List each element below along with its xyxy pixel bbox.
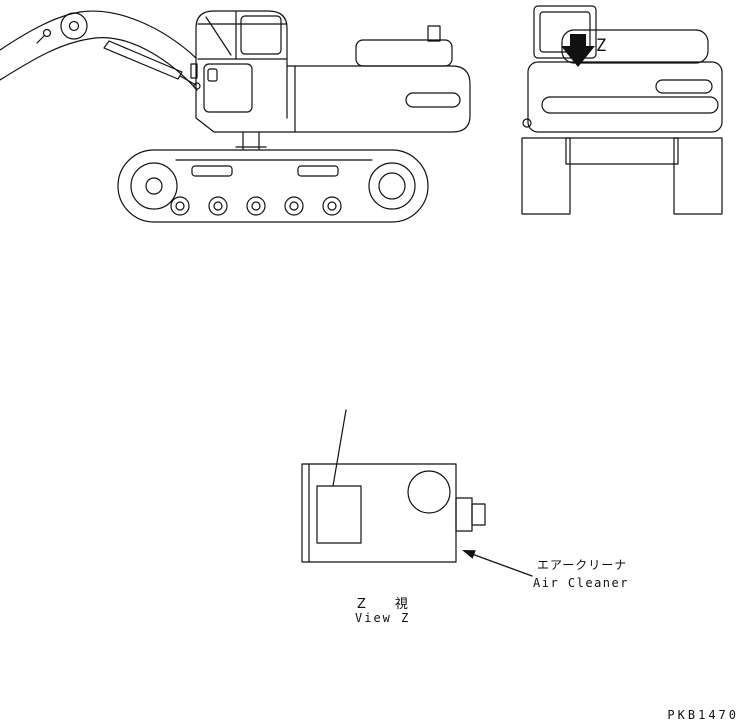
excavator-side-view [0,10,471,223]
cab [190,10,288,119]
boom-sheave [60,12,88,40]
boom-cylinder [103,40,197,86]
rear-body [527,61,723,133]
air-cleaner-label-en: Air Cleaner [533,576,629,590]
air-cleaner-label-jp: エアークリーナ [537,558,628,572]
swing-pedestal [235,131,267,151]
track-rollers [170,196,342,216]
callout-arrow-icon [462,550,533,577]
excavator-rear-view [521,5,723,215]
rear-track-right [673,137,723,215]
air-cleaner-detail [301,409,533,577]
track-outline [117,149,429,223]
rear-cab [533,5,597,59]
idler-wheel [130,162,178,210]
upper-body [195,25,471,133]
outlet-connector [455,497,473,532]
engine-hood [355,39,453,67]
exhaust-stack [427,25,441,42]
drawing-code: PKB1470 [667,708,739,722]
boom [0,10,201,91]
warning-plate [316,485,362,544]
view-caption-jp: Z 視 [357,597,416,612]
drive-sprocket [368,162,416,210]
cab-door [203,63,253,113]
view-z-marker: Z [596,36,607,56]
down-arrow-icon [561,34,595,67]
leader-line [332,409,347,487]
rear-track-left [521,137,571,215]
view-caption-en: View Z [355,611,411,625]
rear-axle [565,137,679,165]
shackle [42,28,52,38]
intake-port [407,470,451,514]
undercarriage [117,149,429,223]
